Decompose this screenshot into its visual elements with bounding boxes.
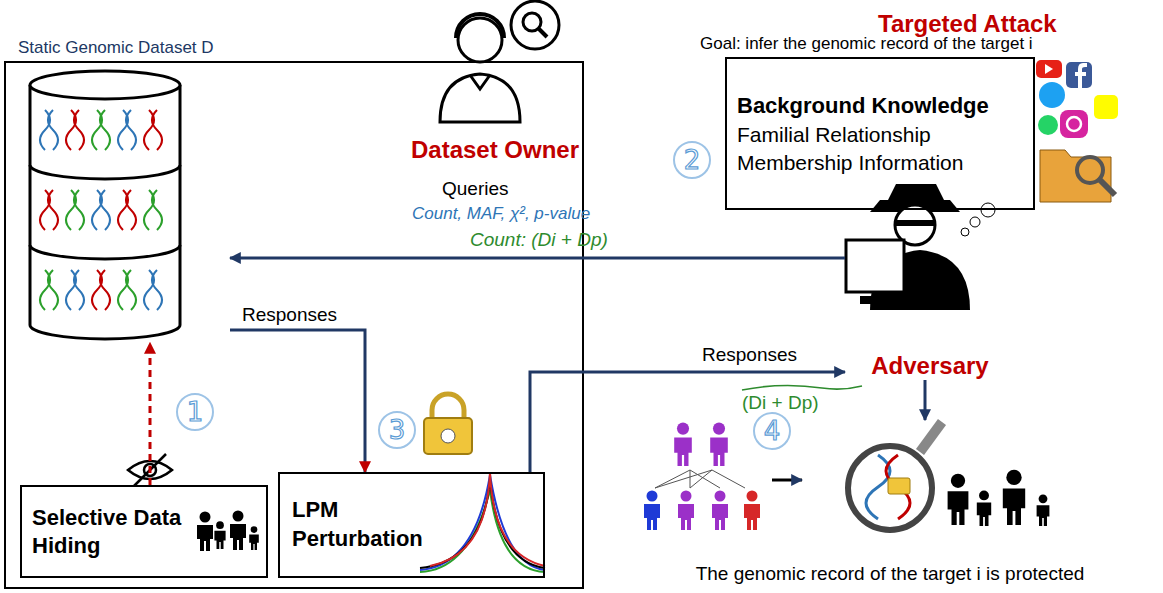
edge-label: Responses [240,304,339,326]
goal-note: Goal: infer the genomic record of the ta… [700,34,1033,54]
actor-node: Dataset Owner [400,132,590,168]
dna-strand [66,190,84,230]
node-text: Selective Data Hiding [32,504,197,559]
dna-strand [92,110,110,150]
connector [924,380,927,420]
dna-strand [92,190,110,230]
node-text: Background Knowledge [737,93,989,119]
callout-number: 2 [673,141,711,179]
query-types: Count, MAF, χ², p-value [412,204,590,224]
protected-target-icon [848,422,1049,530]
dna-strand [144,190,162,230]
social-icons [1036,60,1118,138]
callout-number: 1 [176,393,214,431]
connector [149,343,152,485]
adversary-icon [846,184,995,310]
node-text: Adversary [871,352,988,380]
callout-number: 3 [378,411,416,449]
heading: Targeted Attack [878,10,1057,38]
dna-strand [66,270,84,310]
dna-strand [40,190,58,230]
database-node: Static Genomic Dataset D [18,38,230,343]
laplace-curves [420,472,545,572]
node-text: Dataset Owner [411,136,579,164]
owner-frame [5,62,583,588]
dna-strand [118,190,136,230]
perturbed-count: (Di + Dp) [742,392,819,414]
node-text: Static Genomic Dataset D [18,38,214,58]
target-node: The genomic record of the target i is pr… [630,420,1150,585]
database [30,71,180,339]
lock-icon [424,394,472,454]
dna-strand [66,110,84,150]
knowledge-box: Background KnowledgeFamilial Relationshi… [725,57,1035,210]
edge-label: Queries [440,178,511,200]
tilde-mark [742,385,862,390]
connector [230,330,365,472]
dna-strand [92,270,110,310]
dna-strand [144,270,162,310]
process-box: Selective Data Hiding [20,485,268,578]
actor-node: Adversary [845,185,1015,380]
node-text: The genomic record of the target i is pr… [696,563,1085,585]
dna-strand [40,270,58,310]
node-text: Membership Information [737,151,963,175]
dna-strand [40,110,58,150]
dna-strand [144,110,162,150]
callout-number: 4 [753,412,791,450]
edge-label: Responses [700,344,799,366]
query-count: Count: (Di + Dp) [470,229,608,251]
owner-icon [440,1,559,122]
family-icon [197,511,259,552]
node-text: Familial Relationship [737,123,931,147]
node-text: LPM Perturbation [292,496,427,553]
process-box: LPM Perturbation [278,472,545,578]
dna-strand [118,270,136,310]
dna-strand [118,110,136,150]
connector [530,372,845,472]
connector [230,257,845,260]
folder-icon [1040,150,1115,202]
